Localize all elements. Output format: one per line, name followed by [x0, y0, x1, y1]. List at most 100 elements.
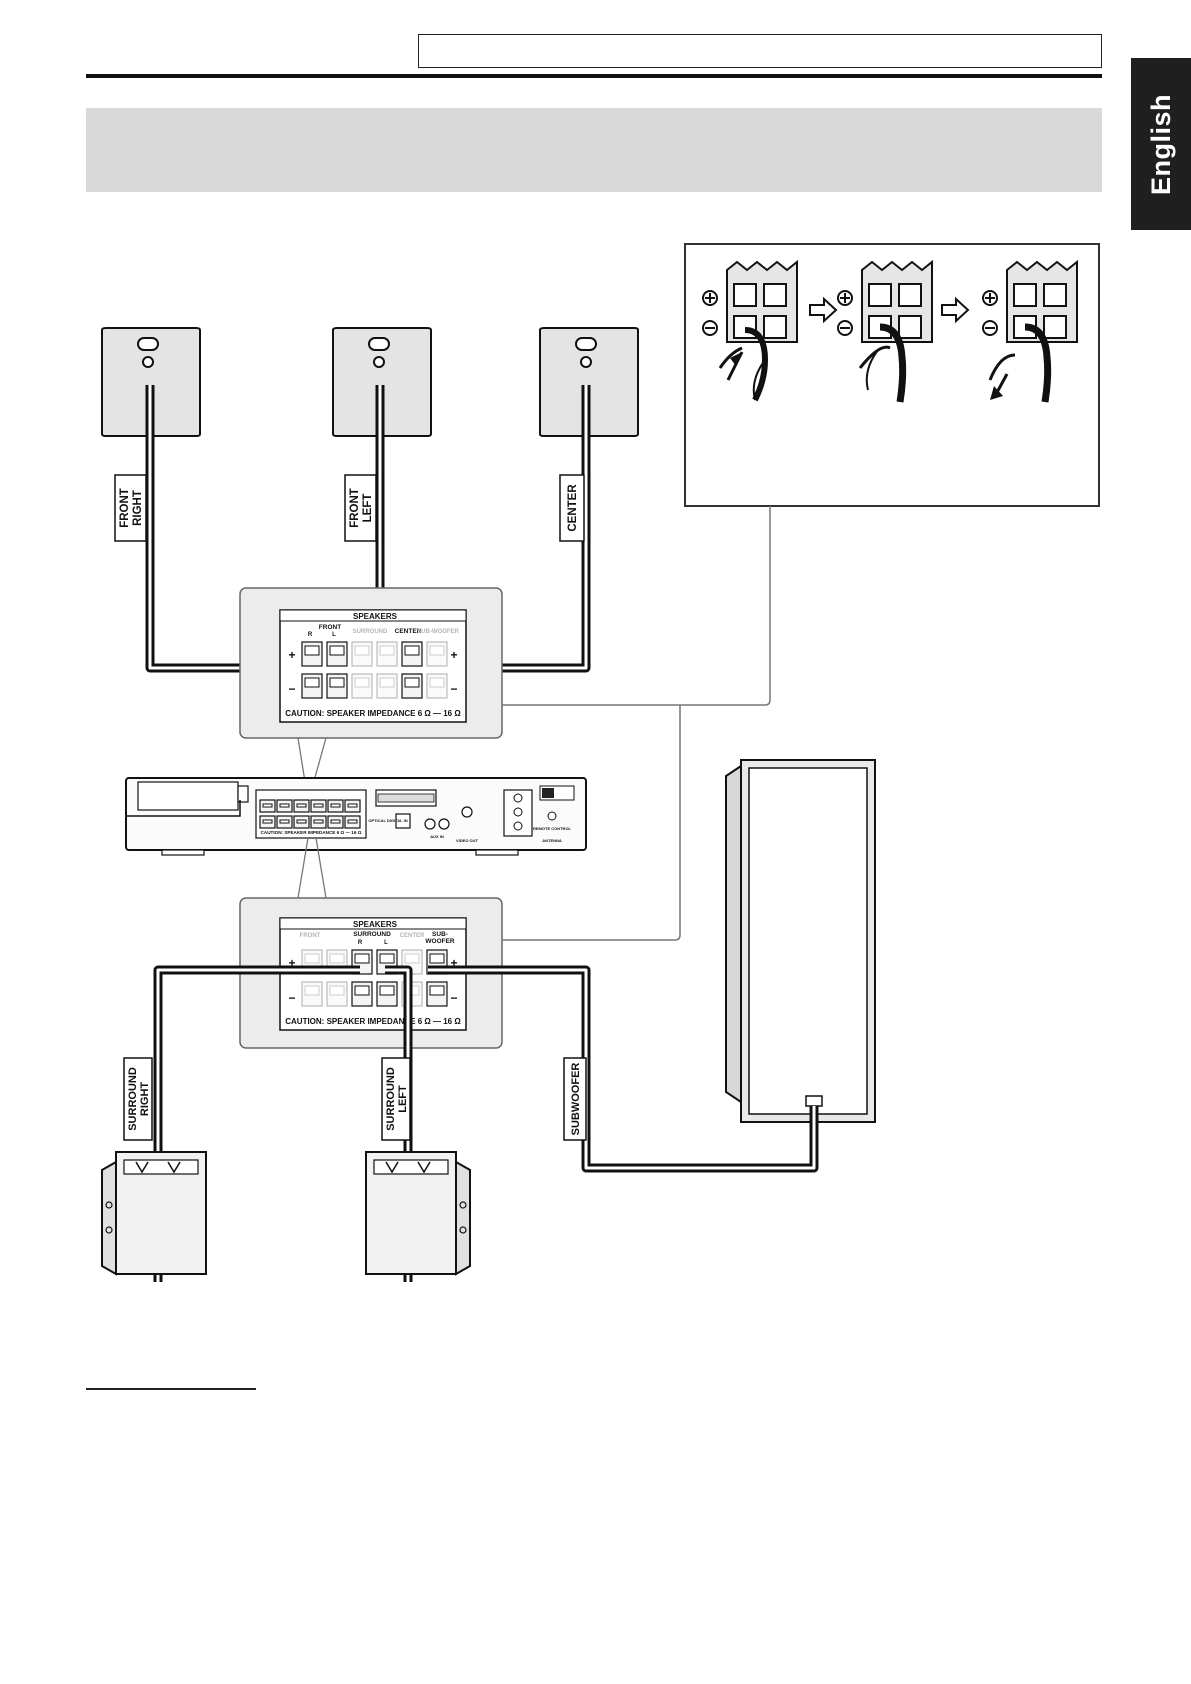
svg-text:CENTER: CENTER [400, 933, 425, 939]
svg-text:−: − [288, 682, 295, 696]
svg-text:FRONT: FRONT [319, 624, 341, 631]
terminal-slot [379, 985, 395, 996]
terminal-slot [429, 985, 445, 996]
terminal-slot [379, 677, 395, 688]
callout-line-top [502, 506, 771, 706]
terminal-slot [429, 953, 445, 964]
svg-text:FRONT: FRONT [119, 488, 131, 528]
footnote-rule [86, 1388, 256, 1390]
speaker-surround-left [365, 1151, 471, 1276]
svg-text:SURROUND: SURROUND [385, 1067, 397, 1131]
speaker-panel-bottom: SPEAKERS FRONT SURROUND R L CENTER SUB- … [239, 897, 503, 1049]
terminal-slot [313, 803, 324, 808]
terminal-slot [379, 645, 395, 656]
callout-line-bottom [502, 705, 681, 941]
bottom-speaker-cables [153, 965, 819, 1282]
speaker-surround-right [101, 1151, 207, 1276]
svg-text:CENTER: CENTER [395, 628, 422, 635]
svg-text:SPEAKERS: SPEAKERS [353, 612, 398, 621]
svg-text:SUB-WOOFER: SUB-WOOFER [417, 629, 459, 635]
terminal-hookup-inset [684, 243, 1100, 507]
label-front-left: FRONT LEFT [344, 474, 377, 542]
terminal-slot [404, 677, 420, 688]
svg-text:SURROUND: SURROUND [353, 931, 391, 938]
svg-text:RIGHT: RIGHT [139, 1082, 151, 1117]
terminal-slot [329, 985, 345, 996]
svg-text:SURROUND: SURROUND [127, 1067, 139, 1131]
terminal-slot [404, 953, 420, 964]
svg-text:SURROUND: SURROUND [353, 629, 388, 635]
terminal-slot [404, 645, 420, 656]
terminal-slot [429, 645, 445, 656]
svg-text:+: + [288, 956, 295, 970]
speaker-front-right [101, 327, 201, 437]
terminal-slot [304, 677, 320, 688]
terminal-slot [329, 953, 345, 964]
receiver-rear-panel: CAUTION: SPEAKER IMPEDANCE 6 Ω — 16 Ω OP… [125, 777, 587, 856]
svg-text:−: − [450, 991, 457, 1005]
svg-text:−: − [450, 682, 457, 696]
label-front-right: FRONT RIGHT [114, 474, 147, 542]
label-surround-right: SURROUND RIGHT [123, 1057, 153, 1141]
svg-text:SPEAKERS: SPEAKERS [353, 920, 398, 929]
svg-text:−: − [288, 991, 295, 1005]
terminal-slot [354, 677, 370, 688]
terminal-slot [347, 803, 358, 808]
terminal-slot [330, 803, 341, 808]
terminal-slot [296, 803, 307, 808]
svg-text:ANTENNA: ANTENNA [542, 838, 562, 843]
svg-text:SUB-: SUB- [432, 931, 448, 938]
terminal-slot [262, 819, 273, 824]
terminal-slot [304, 953, 320, 964]
step-arrow-2 [941, 296, 970, 324]
label-center: CENTER [559, 474, 585, 542]
terminal-slot [354, 953, 370, 964]
language-tab[interactable]: English [1131, 58, 1191, 230]
svg-text:L: L [384, 940, 388, 946]
terminal-slot [429, 677, 445, 688]
step-arrow-1 [809, 296, 838, 324]
terminal-slot [330, 819, 341, 824]
terminal-step-3 [982, 259, 1078, 403]
svg-text:CAUTION: SPEAKER IMPEDANCE 6 Ω: CAUTION: SPEAKER IMPEDANCE 6 Ω — 16 Ω [261, 830, 362, 835]
speaker-panel-top: SPEAKERS FRONT R L SURROUND CENTER SUB-W… [239, 587, 503, 739]
svg-text:RIGHT: RIGHT [132, 490, 144, 526]
svg-text:L: L [332, 632, 336, 638]
svg-text:R: R [358, 940, 363, 946]
svg-text:VIDEO OUT: VIDEO OUT [456, 838, 479, 843]
terminal-slot [347, 819, 358, 824]
svg-text:FRONT: FRONT [349, 488, 361, 528]
terminal-step-1 [702, 259, 798, 402]
subwoofer [725, 759, 876, 1123]
terminal-slot [296, 819, 307, 824]
terminal-slot [279, 803, 290, 808]
speaker-center [539, 327, 639, 437]
svg-text:CAUTION: SPEAKER IMPEDANCE 6 Ω: CAUTION: SPEAKER IMPEDANCE 6 Ω — 16 Ω [285, 1017, 461, 1026]
terminal-slot [262, 803, 273, 808]
label-subwoofer: SUBWOOFER [563, 1057, 587, 1141]
svg-text:AUX IN: AUX IN [430, 834, 444, 839]
svg-text:WOOFER: WOOFER [425, 938, 455, 945]
header-box [418, 34, 1102, 68]
svg-text:CAUTION: SPEAKER IMPEDANCE 6 Ω: CAUTION: SPEAKER IMPEDANCE 6 Ω — 16 Ω [285, 709, 461, 718]
terminal-step-2 [837, 259, 933, 403]
header-rule [86, 74, 1102, 78]
terminal-slot [279, 819, 290, 824]
svg-text:+: + [450, 648, 457, 662]
svg-text:SUBWOOFER: SUBWOOFER [570, 1063, 582, 1136]
terminal-slot [329, 645, 345, 656]
svg-text:+: + [288, 648, 295, 662]
svg-text:FRONT: FRONT [300, 933, 321, 939]
label-surround-left: SURROUND LEFT [381, 1057, 411, 1141]
callout-pointer-bottom [297, 837, 327, 899]
title-band [86, 108, 1102, 192]
terminal-slot [354, 645, 370, 656]
terminal-slot [379, 953, 395, 964]
terminal-slot [329, 677, 345, 688]
svg-text:R: R [308, 632, 313, 638]
svg-text:OPTICAL DIGITAL IN: OPTICAL DIGITAL IN [368, 818, 407, 823]
terminal-slot [304, 645, 320, 656]
svg-text:LEFT: LEFT [397, 1085, 409, 1113]
svg-text:CENTER: CENTER [567, 484, 579, 532]
